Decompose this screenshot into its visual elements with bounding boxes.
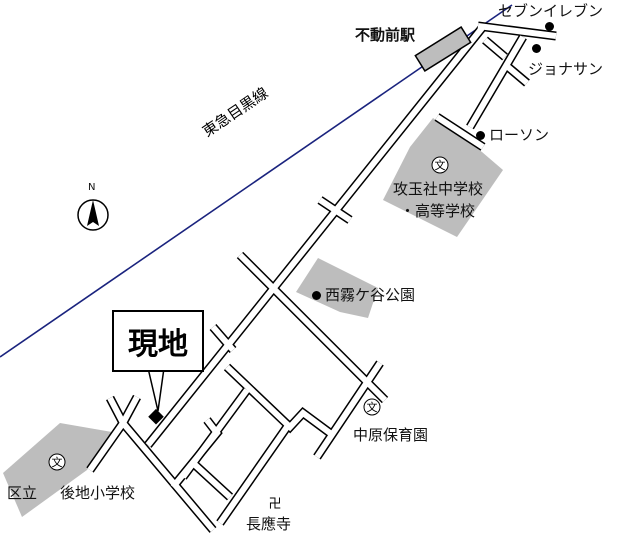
north-label: N xyxy=(88,182,96,193)
current-location-callout: 現地 xyxy=(112,310,204,372)
road xyxy=(483,37,507,60)
road xyxy=(318,197,352,223)
station-building xyxy=(414,26,472,72)
road xyxy=(314,361,383,459)
road xyxy=(237,252,388,403)
current-location-marker xyxy=(148,408,164,425)
poi-name: 西霧ケ谷公園 xyxy=(325,286,416,304)
poi-park: 西霧ケ谷公園 xyxy=(312,284,415,305)
road xyxy=(224,364,332,436)
callout-pointer xyxy=(147,367,165,412)
road xyxy=(506,64,529,86)
road xyxy=(145,26,485,447)
nishikirigaya-park-area xyxy=(296,258,378,318)
poi-jonathan: ジョナサン xyxy=(528,60,604,78)
poi-name: ローソン xyxy=(489,126,550,144)
poi-dot-icon xyxy=(545,22,554,31)
kogyokusha-label-2: ・高等学校 xyxy=(400,202,476,220)
kogyokusha-label-1: 攻玉社中学校 xyxy=(393,180,484,198)
svg-text:文: 文 xyxy=(435,158,446,172)
road xyxy=(190,460,233,500)
ushirochi-school-label: 後地小学校 xyxy=(60,484,136,502)
poi-lawson: ローソン xyxy=(476,124,549,145)
school-icon: 文 xyxy=(431,156,449,174)
north-arrow-icon xyxy=(77,199,109,231)
road xyxy=(467,35,526,129)
current-location-label: 現地 xyxy=(128,327,188,362)
road xyxy=(217,425,290,525)
poi-dot-icon xyxy=(532,44,541,53)
road xyxy=(477,23,557,39)
poi-dot-icon xyxy=(476,131,485,140)
school-icon: 文 xyxy=(363,398,381,416)
poi-dot-icon xyxy=(312,291,321,300)
road xyxy=(435,114,485,150)
kogyokusha-school-area xyxy=(383,118,503,237)
road xyxy=(210,325,236,352)
station-label: 不動前駅 xyxy=(355,26,416,44)
temple-label: 長應寺 xyxy=(246,515,292,533)
poi-seven-eleven: セブンイレブン xyxy=(498,2,604,20)
nakahara-nursery-label: 中原保育園 xyxy=(353,426,429,444)
road xyxy=(87,395,140,472)
ward-label: 区立 xyxy=(7,484,38,502)
road xyxy=(170,418,221,489)
temple-icon: 卍 xyxy=(268,497,281,512)
svg-text:文: 文 xyxy=(52,455,63,469)
school-icon: 文 xyxy=(48,453,66,471)
svg-text:文: 文 xyxy=(367,400,378,414)
